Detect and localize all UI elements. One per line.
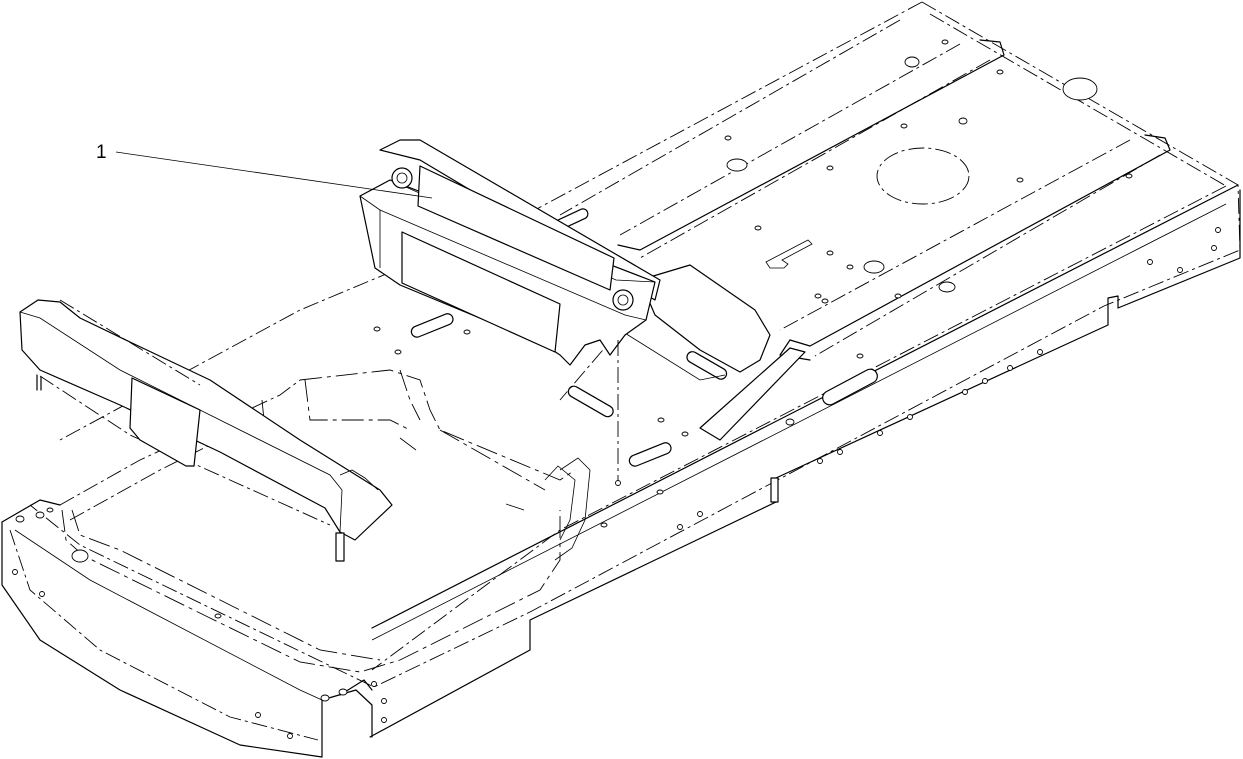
callout-1-leader [115,151,433,199]
callout-1-label: 1 [96,142,107,163]
deck-holes [12,39,1221,739]
rear-rails [617,39,1171,441]
rear-bracket-assembly [359,139,771,486]
callout-1: 1 [96,142,433,199]
front-panel [19,299,393,562]
